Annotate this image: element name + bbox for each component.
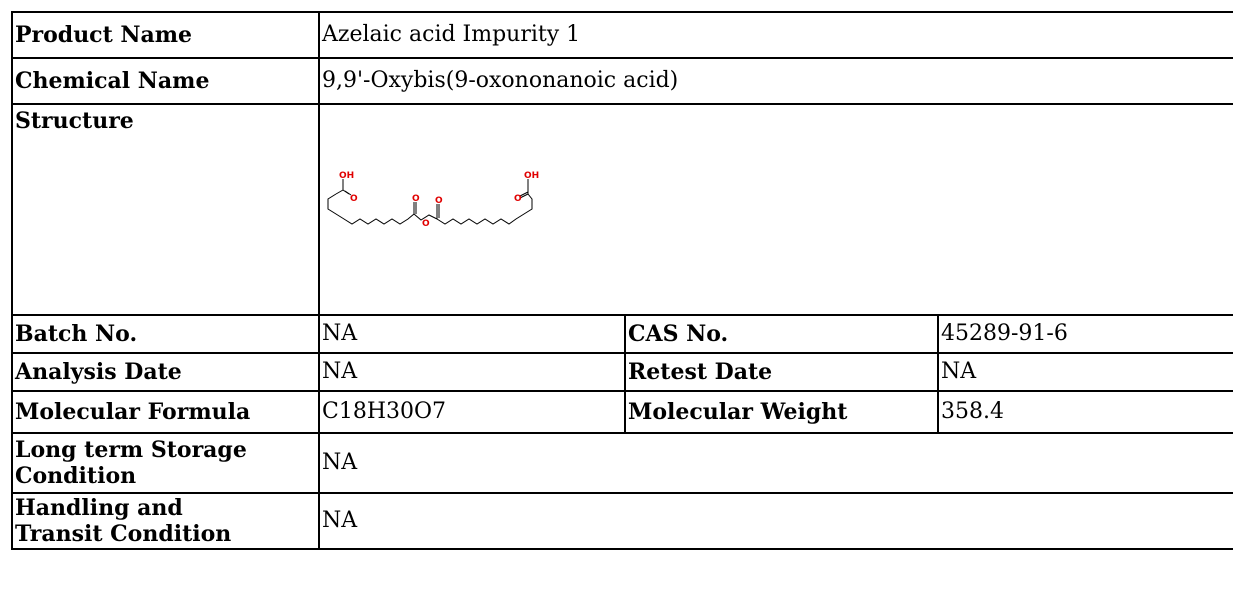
atom-o-carbonyl-2: O (435, 196, 443, 206)
retest-date-value: NA (936, 352, 1233, 392)
molecular-weight-label: Molecular Weight (624, 390, 939, 434)
row-dates: Analysis Date NA Retest Date NA (11, 352, 1233, 392)
atom-oh-left: OH (339, 171, 354, 181)
structure-bonds (327, 178, 533, 225)
row-product-name: Product Name Azelaic acid Impurity 1 (11, 11, 1233, 59)
row-chemical-name: Chemical Name 9,9'-Oxybis(9-oxononanoic … (11, 57, 1233, 105)
handling-condition-value: NA (317, 492, 1233, 550)
atom-o-right: O (514, 194, 522, 204)
chemical-name-value: 9,9'-Oxybis(9-oxononanoic acid) (317, 57, 1233, 105)
atom-o-left: O (350, 194, 358, 204)
cas-no-label: CAS No. (624, 314, 939, 354)
molecular-formula-label: Molecular Formula (11, 390, 320, 434)
structure-cell: OH O O O O O OH (317, 103, 1233, 316)
atom-o-carbonyl-1: O (412, 194, 420, 204)
atom-oh-right: OH (524, 171, 539, 181)
handling-label-line2: Transit Condition (15, 521, 232, 547)
structure-label: Structure (11, 103, 320, 316)
product-name-label: Product Name (11, 11, 320, 59)
batch-no-label: Batch No. (11, 314, 320, 354)
product-spec-table: Product Name Azelaic acid Impurity 1 Che… (11, 11, 1233, 550)
storage-label-line2: Condition (15, 463, 137, 489)
analysis-date-label: Analysis Date (11, 352, 320, 392)
row-structure: Structure (11, 103, 1233, 316)
row-batch-cas: Batch No. NA CAS No. 45289-91-6 (11, 314, 1233, 354)
chemical-structure-image: OH O O O O O OH (327, 171, 539, 229)
row-formula-weight: Molecular Formula C18H30O7 Molecular Wei… (11, 390, 1233, 434)
handling-label-line1: Handling and (15, 495, 183, 521)
retest-date-label: Retest Date (624, 352, 939, 392)
atom-o-ether: O (422, 219, 430, 229)
product-name-value: Azelaic acid Impurity 1 (317, 11, 1233, 59)
molecular-formula-value: C18H30O7 (318, 390, 626, 434)
storage-label-line1: Long term Storage (15, 437, 247, 463)
cas-no-value: 45289-91-6 (936, 314, 1233, 354)
chemical-name-label: Chemical Name (11, 57, 320, 105)
storage-condition-value: NA (317, 432, 1233, 494)
analysis-date-value: NA (318, 352, 626, 392)
batch-no-value: NA (318, 314, 626, 354)
molecular-weight-value: 358.4 (936, 390, 1233, 434)
